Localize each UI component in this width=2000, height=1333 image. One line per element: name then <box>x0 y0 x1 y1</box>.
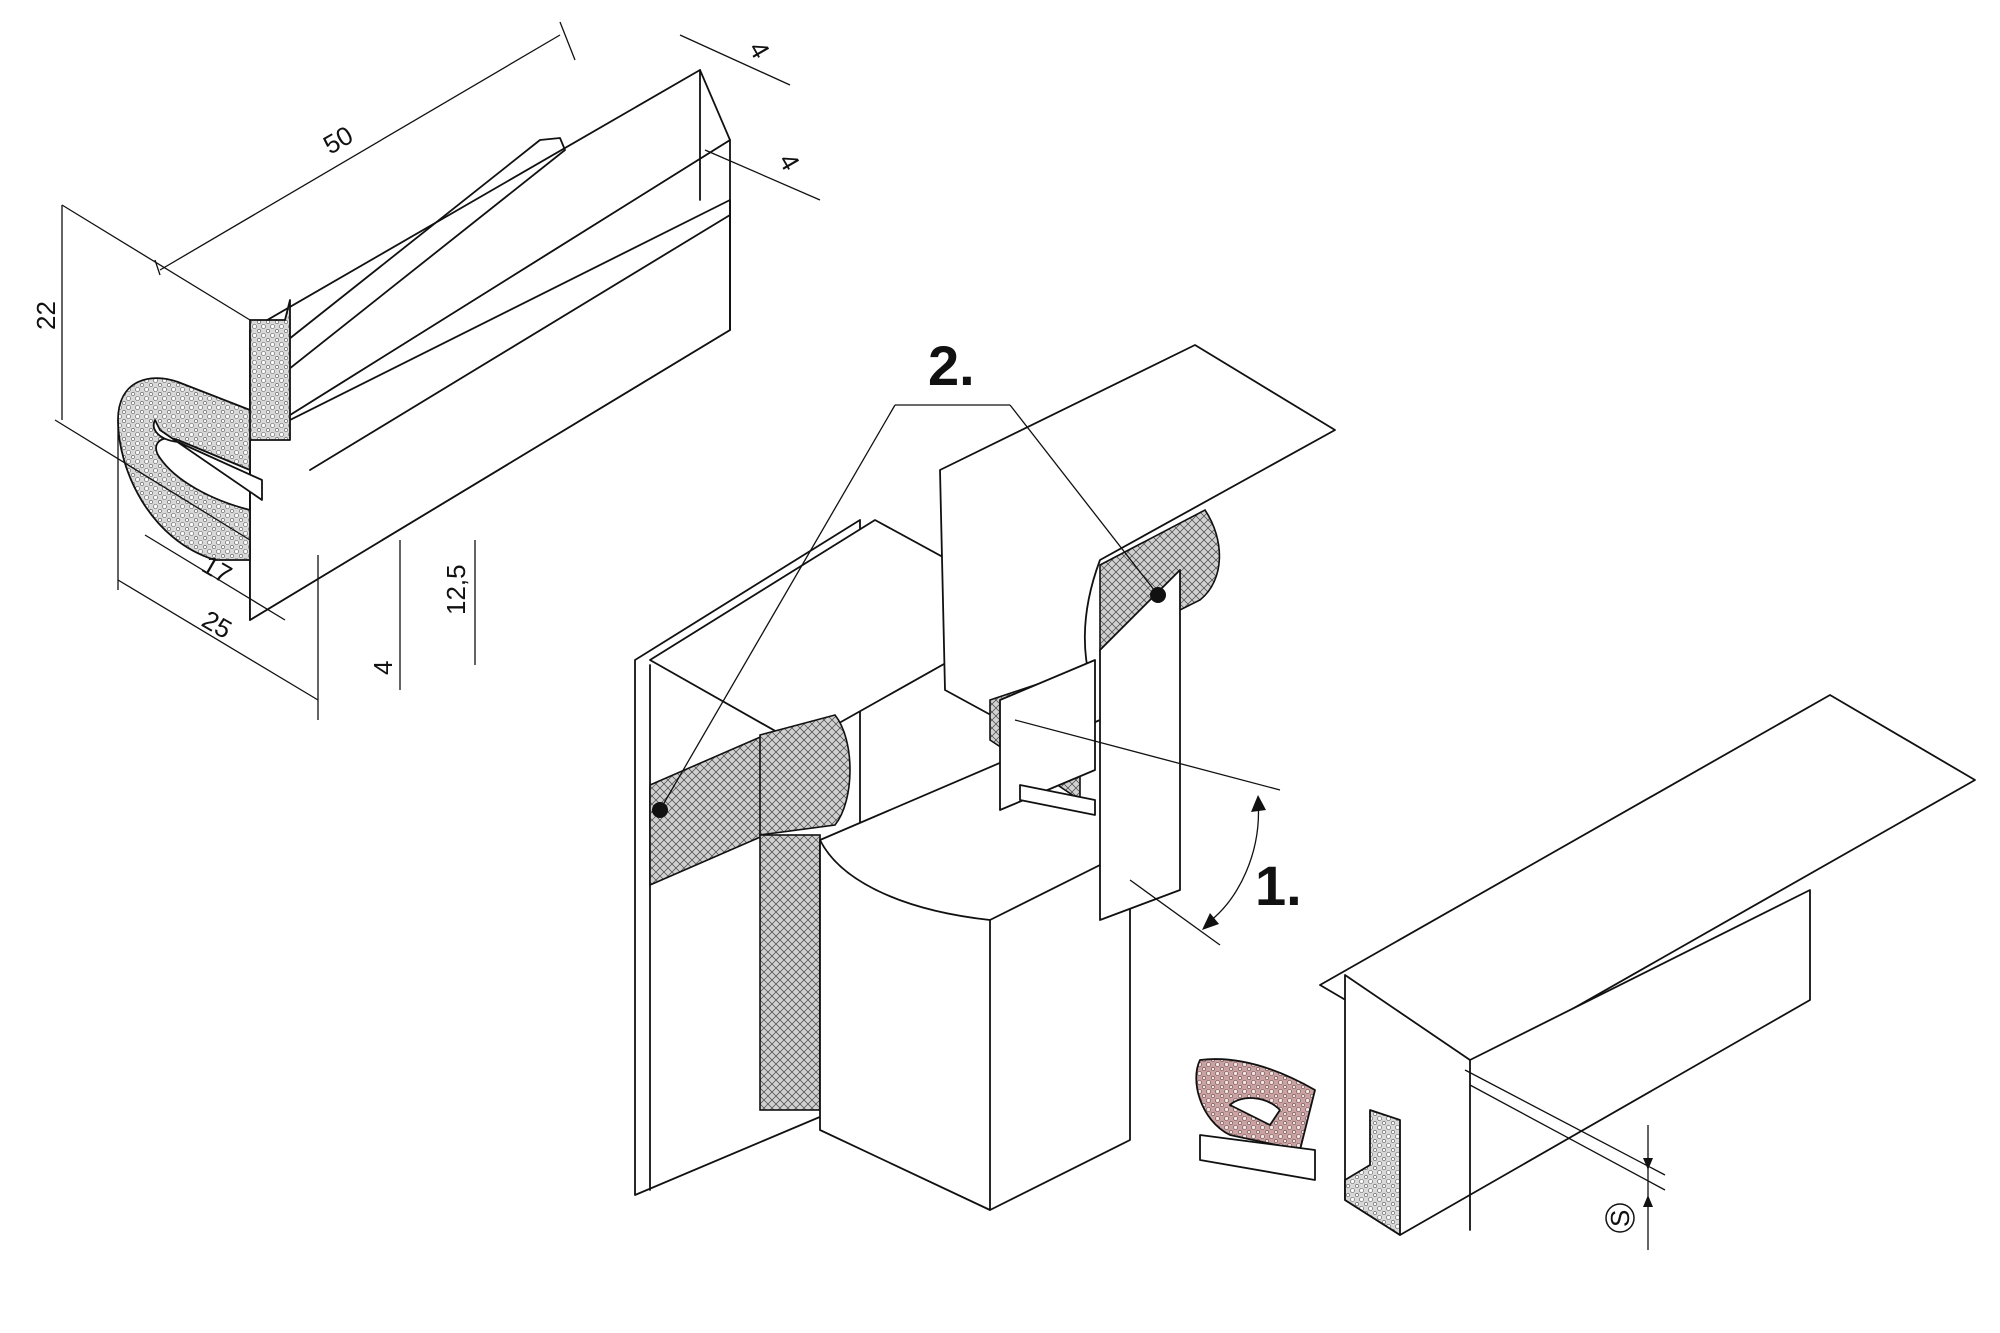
dim-height: 22 <box>31 301 61 330</box>
dim-flange-height: 12,5 <box>441 564 471 615</box>
profile-slot <box>152 419 263 501</box>
dim-top-lip-offset: 4 <box>743 36 776 64</box>
callout-2-dot-left <box>652 802 668 818</box>
thickness-symbol <box>1605 1203 1635 1233</box>
dim-length: 50 <box>318 120 358 160</box>
callout-1-rotation <box>1014 719 1281 946</box>
installed-seal-drawing: S <box>1195 694 1976 1250</box>
dimension-lines <box>54 21 821 720</box>
callout-2-leaders <box>652 404 1166 818</box>
profile-slot-ridge <box>249 137 566 401</box>
thickness-dimension <box>1464 1069 1666 1250</box>
profile-cross-section <box>117 299 291 561</box>
assembly-drawing: 2. 1. <box>634 334 1336 1211</box>
thickness-label: S <box>1605 1210 1635 1227</box>
callout-step-2: 2. <box>928 334 975 397</box>
callout-step-1: 1. <box>1255 854 1302 917</box>
profile-drawing: 50 4 4 22 17 25 12,5 4 <box>31 21 821 720</box>
assembly-inner-box <box>819 719 1131 1211</box>
callout-2-dot-right <box>1150 587 1166 603</box>
dim-outer-width: 25 <box>197 604 237 644</box>
dim-inner-lip-offset: 4 <box>773 148 806 176</box>
installed-seal-base <box>1344 1109 1401 1236</box>
dim-flange-thickness: 4 <box>368 661 398 675</box>
